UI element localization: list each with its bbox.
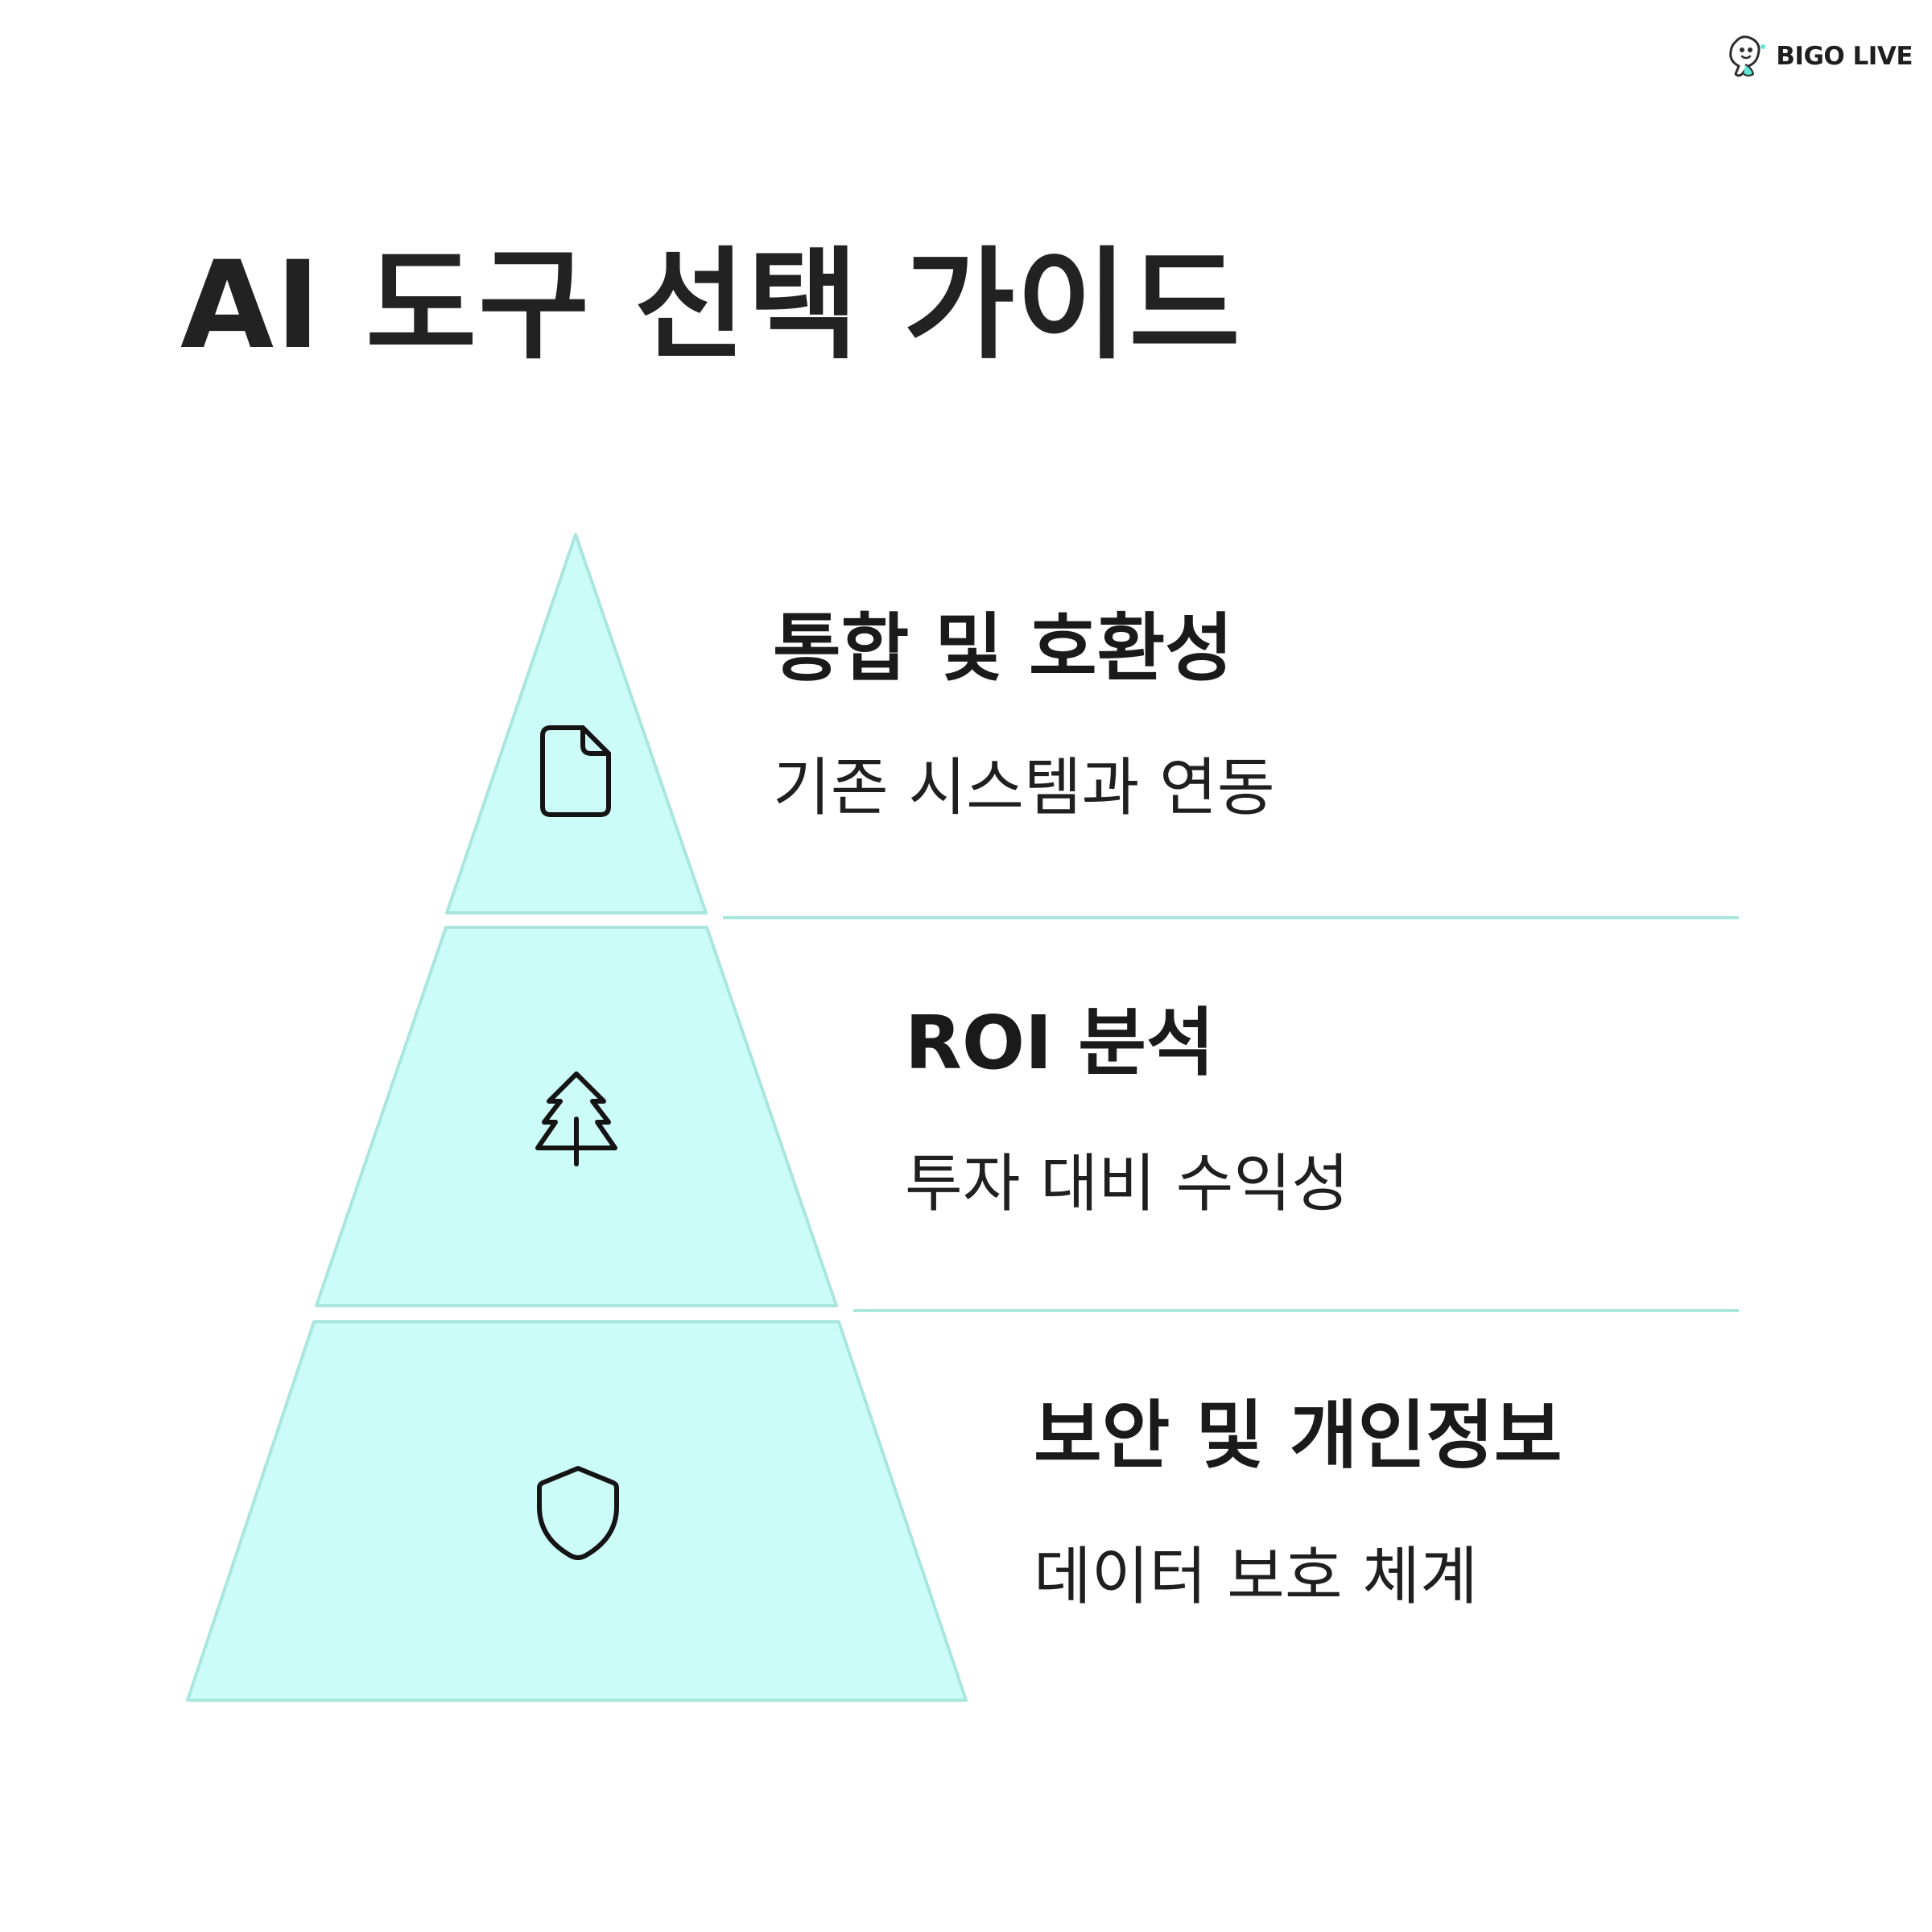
level-2-title: ROI 분석 [905,1000,1215,1086]
level-1-title: 통합 및 호환성 [773,605,1233,691]
document-icon [540,725,611,817]
pyramid-tier-top [445,533,708,914]
brand-logo: BIGO LIVE [1724,32,1913,80]
level-2-description: 투자 대비 수익성 [905,1148,1349,1220]
level-3-description: 데이터 보호 체계 [1034,1541,1478,1613]
level-3-title: 보안 및 개인정보 [1034,1393,1563,1479]
level-1-description: 기존 시스템과 연동 [773,752,1275,824]
brand-name: BIGO LIVE [1776,42,1913,71]
tree-icon [535,1071,617,1166]
shield-icon [537,1466,619,1560]
page-title: AI 도구 선택 가이드 [180,236,1242,376]
pyramid-tier-bottom [186,1320,968,1702]
bigo-mascot-icon [1729,35,1766,77]
